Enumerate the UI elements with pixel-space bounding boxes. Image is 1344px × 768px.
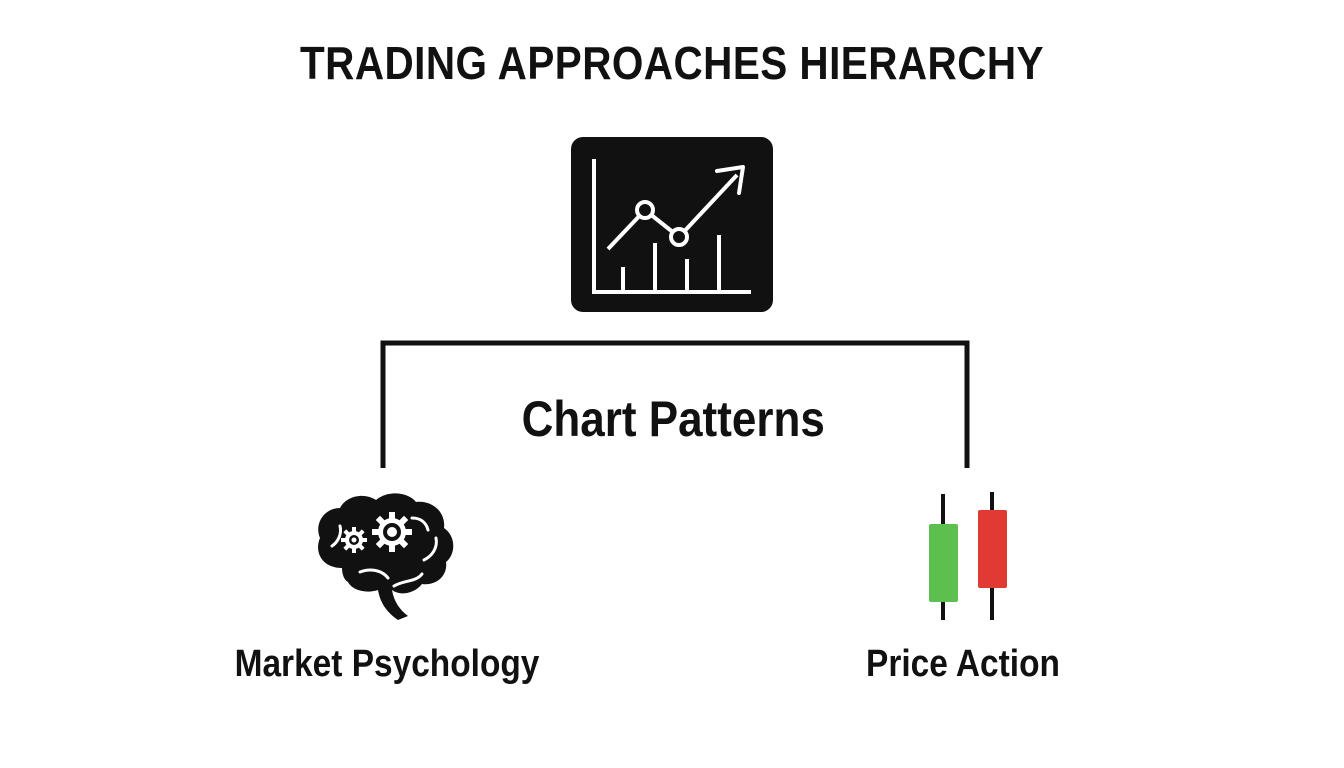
child-node-label-market-psychology: Market Psychology [234, 643, 540, 685]
bearish-candle [978, 510, 1007, 588]
child-node-label-price-action: Price Action [866, 643, 1060, 685]
root-node-label: Chart Patterns [521, 391, 825, 447]
chart-growth-icon [571, 137, 773, 312]
bullish-candle [929, 524, 958, 602]
diagram-title: TRADING APPROACHES HIERARCHY [299, 37, 1045, 89]
brain-gears-icon [318, 493, 454, 620]
candlestick-icon [929, 492, 1007, 620]
